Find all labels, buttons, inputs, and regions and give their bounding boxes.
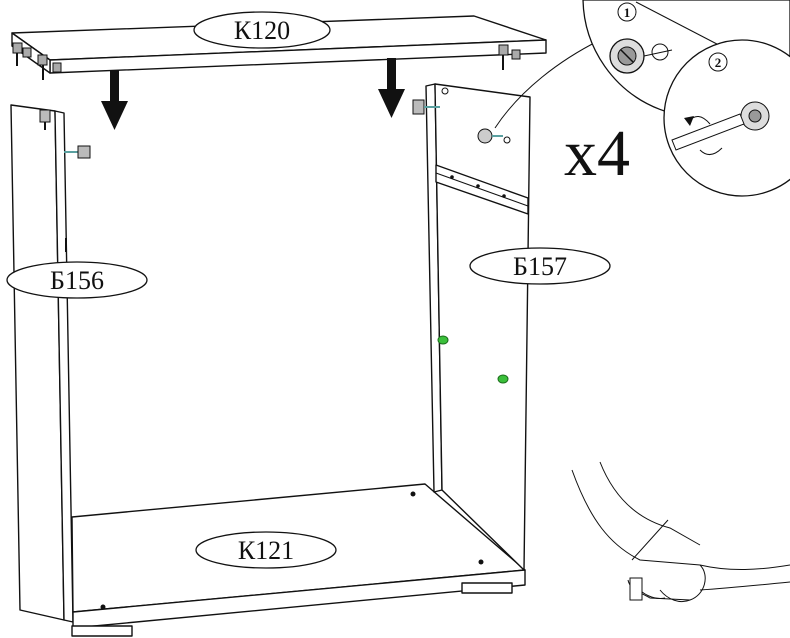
bottom-panel-label: К121 bbox=[195, 531, 337, 569]
step-1-label: 1 bbox=[624, 5, 631, 20]
top-panel-label: К120 bbox=[193, 11, 331, 49]
step-2-marker: 2 bbox=[708, 52, 728, 72]
right-side-label-text: Б157 bbox=[513, 252, 567, 281]
hand-with-hammer-icon bbox=[571, 461, 790, 603]
screwdriver-callout: 2 bbox=[663, 39, 790, 197]
arrow-down-icon bbox=[378, 58, 405, 118]
drawer-runner bbox=[435, 164, 529, 215]
left-side-label: Б156 bbox=[6, 261, 148, 299]
left-panel-hardware bbox=[39, 109, 91, 252]
shelf-pin-icon bbox=[497, 374, 509, 384]
arrow-down-icon bbox=[101, 70, 128, 130]
step-2-label: 2 bbox=[715, 55, 722, 70]
right-side-panel bbox=[412, 83, 531, 571]
bottom-panel-label-text: К121 bbox=[238, 536, 294, 565]
right-side-label: Б157 bbox=[469, 247, 611, 285]
cam-lock-icon bbox=[609, 38, 673, 74]
top-panel-dowels bbox=[12, 42, 521, 80]
right-panel-hardware bbox=[412, 87, 511, 144]
top-panel-label-text: К120 bbox=[234, 16, 290, 45]
shelf-pin-icon bbox=[437, 335, 449, 345]
left-side-label-text: Б156 bbox=[50, 266, 104, 295]
screwdriver-icon bbox=[671, 101, 770, 155]
quantity-label: x4 bbox=[564, 117, 630, 190]
step-1-marker: 1 bbox=[617, 2, 637, 22]
